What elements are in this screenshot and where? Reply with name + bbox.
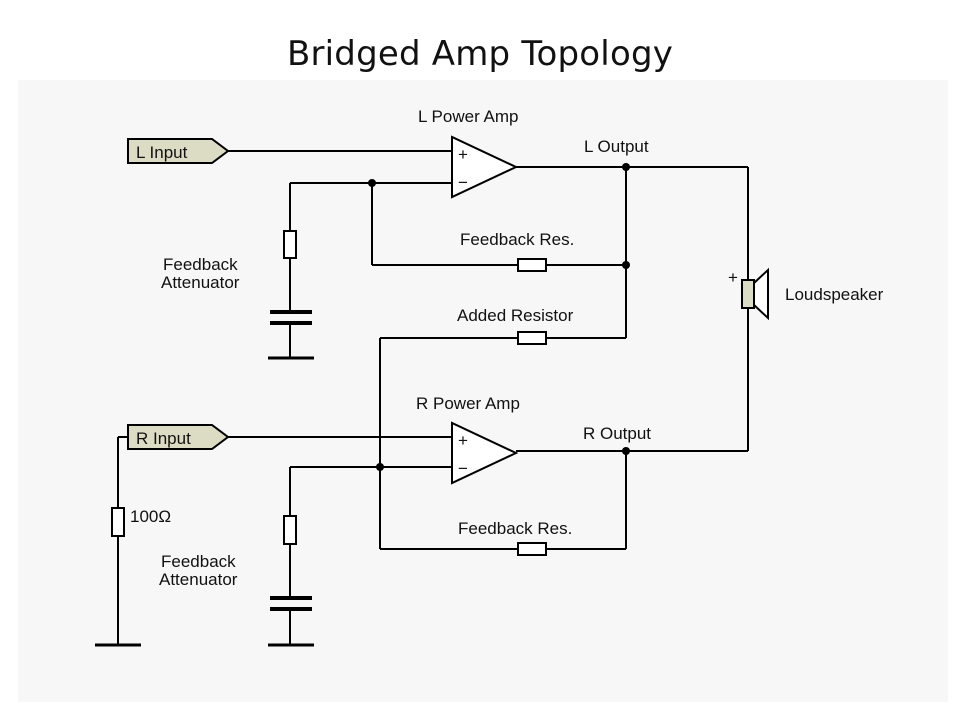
r-input-connector: R Input	[127, 424, 230, 450]
resistor-100-ohm	[111, 507, 125, 537]
l-output-node	[622, 163, 630, 171]
added-resistor	[517, 331, 547, 345]
r-attenuator-label-1: Feedback	[161, 552, 236, 571]
r-power-amp-symbol: + −	[451, 421, 519, 485]
resistor-100-label: 100Ω	[130, 507, 171, 526]
r-feedback-resistor	[517, 542, 547, 556]
loudspeaker-label: Loudspeaker	[785, 285, 884, 304]
speaker-plus-label: +	[728, 268, 738, 287]
l-power-amp-label: L Power Amp	[418, 107, 518, 126]
l-amp-minus: −	[458, 173, 468, 192]
diagram-background	[18, 80, 948, 702]
loudspeaker-cone	[753, 267, 769, 321]
r-inverting-node	[376, 463, 384, 471]
l-attenuator-resistor	[283, 230, 297, 259]
l-output-label: L Output	[584, 137, 649, 156]
r-input-label: R Input	[136, 429, 191, 448]
r-attenuator-label-2: Attenuator	[159, 570, 238, 589]
l-power-amp-symbol: + −	[451, 135, 519, 199]
r-attenuator-resistor	[283, 515, 297, 545]
l-attenuator-label-2: Attenuator	[161, 273, 240, 292]
l-feedback-resistor	[517, 258, 547, 272]
l-feedback-res-label: Feedback Res.	[460, 230, 574, 249]
r-amp-plus: +	[458, 431, 468, 450]
l-input-connector: L Input	[127, 138, 230, 164]
l-attenuator-label-1: Feedback	[163, 255, 238, 274]
r-feedback-res-label: Feedback Res.	[458, 519, 572, 538]
added-resistor-label: Added Resistor	[457, 306, 574, 325]
r-power-amp-label: R Power Amp	[416, 394, 520, 413]
loudspeaker-body	[741, 279, 755, 309]
l-amp-plus: +	[458, 145, 468, 164]
l-input-label: L Input	[136, 143, 188, 162]
slide-title: Bridged Amp Topology	[286, 34, 674, 74]
r-output-label: R Output	[583, 424, 651, 443]
r-amp-minus: −	[458, 459, 468, 478]
